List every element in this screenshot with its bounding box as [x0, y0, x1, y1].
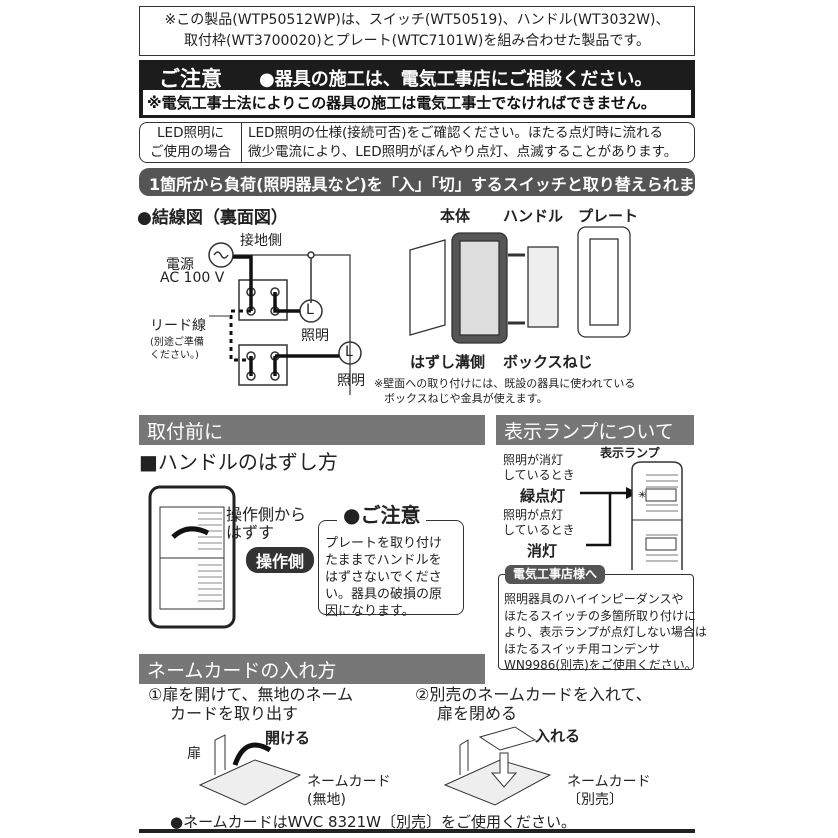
instruction-line: 操作側から — [226, 505, 307, 524]
step2-illustration — [443, 726, 552, 806]
caution-line: 因になります。 — [325, 604, 415, 619]
remove-instruction: 操作側からはずす — [226, 506, 306, 542]
notice-line: 取付枠(WT3700020)とプレート(WTC7101W)を組み合わせた製品です… — [183, 33, 650, 49]
insert-label: 入れる — [535, 727, 581, 745]
step-line: ①扉を開けて、無地のネーム — [148, 685, 354, 704]
replacement-banner: 1箇所から負荷(照明器具など)を「入」「切」するスイッチと取り替えられます。 — [139, 168, 725, 196]
bottom-rule — [139, 829, 695, 833]
off-label: 消灯 — [527, 542, 558, 560]
note-line: ください。) — [150, 350, 199, 361]
caution-line: たままでハンドルを — [325, 553, 442, 568]
instruction-line: はずす — [226, 523, 275, 542]
note-line: ボックスねじや金具が使えます。 — [384, 392, 548, 405]
lead-wire-label: リード線 — [150, 318, 206, 334]
lead-wire-note: (別途ご準備ください。) — [150, 336, 204, 362]
name-card-footer: ●ネームカードはWVC 8321W〔別売〕をご使用ください。 — [170, 813, 576, 831]
caution-note: ※電気工事士法によりこの器具の施工は電気工事士でなければできません。 — [143, 90, 691, 115]
label-line: (無地) — [307, 792, 346, 808]
caution-line: はずさないでくださ — [325, 570, 442, 585]
led-text-line: LED照明の仕様(接続可否)をご確認ください。ほたる点灯時に流れる — [248, 125, 663, 141]
condition-line: しているとき — [503, 523, 575, 537]
electrician-notice: 電気工事店様へ 照明器具のハイインピーダンスや ほたるスイッチの多箇所取り付けに… — [498, 565, 707, 672]
led-label-line: ご使用の場合 — [150, 144, 231, 160]
blank-card-label: ネームカード (無地) — [307, 773, 391, 809]
ground-side-label: 接地側 — [240, 233, 282, 249]
caution-line: い。器具の破損の原 — [325, 587, 443, 602]
operation-side-tag: 操作側 — [246, 547, 315, 573]
sold-separately-card-label: ネームカード〔別売〕 — [567, 773, 651, 809]
lamp-symbol-letter: L — [345, 344, 353, 360]
handle-label: ハンドル — [503, 207, 564, 225]
lamp-symbol-letter: L — [306, 302, 314, 318]
groove-side-label: はずし溝側 — [410, 353, 486, 371]
condition-line: しているとき — [503, 468, 575, 482]
plate-label: プレート — [578, 207, 639, 225]
switch-front-illustration — [148, 485, 236, 629]
led-notice: LED照明にご使用の場合 LED照明の仕様(接続可否)をご確認ください。ほたる点… — [139, 122, 695, 163]
label-line: ネームカード — [567, 774, 651, 790]
led-label-line: LED照明に — [157, 125, 224, 141]
led-text-line: 微少電流により、LED照明がぼんやり点灯、点滅することがあります。 — [248, 144, 678, 160]
notice-line: 照明器具のハイインピーダンスや — [504, 592, 684, 606]
note-line: (別途ご準備 — [150, 337, 204, 348]
notice-line: より、表示ランプが点灯しない場合は — [504, 625, 707, 639]
parts-exploded-illustration — [409, 226, 631, 344]
handle-removal-title: ■ハンドルのはずし方 — [139, 450, 338, 474]
green-on-label: 緑点灯 — [520, 487, 566, 505]
step-2: ②別売のネームカードを入れて、扉を閉める — [415, 685, 652, 723]
power-label: 電源 — [166, 257, 194, 273]
open-label: 開ける — [265, 729, 311, 747]
caution-heading: ご注意 — [159, 67, 222, 91]
lamp-symbol-2 — [338, 341, 362, 365]
notice-line: ほたるスイッチ用コンデンサ — [504, 641, 661, 656]
note-line: ※壁面への取り付けには、既設の器具に使われている — [374, 377, 636, 390]
caution-band: ご注意 ●器具の施工は、電気工事店にご相談ください。 ※電気工事士法によりこの器… — [139, 60, 695, 118]
step-line: 扉を閉める — [437, 704, 518, 723]
remove-arrow — [171, 526, 210, 539]
body-label: 本体 — [440, 207, 471, 225]
handle-caution-title: ●ご注意 — [337, 505, 427, 525]
lights-off-condition: 照明が消灯しているとき — [503, 453, 575, 483]
notice-line: WN9986(別売)をご使用ください。 — [504, 658, 697, 672]
electrician-notice-tag: 電気工事店様へ — [505, 565, 606, 584]
light-label-1: 照明 — [301, 328, 329, 344]
led-text: LED照明の仕様(接続可否)をご確認ください。ほたる点灯時に流れる微少電流により… — [242, 123, 683, 162]
step1-illustration — [198, 734, 302, 806]
door-label: 扉 — [187, 746, 201, 762]
box-screw-label: ボックスねじ — [503, 353, 593, 371]
caution-line: プレートを取り付け — [325, 536, 443, 551]
before-install-header: 取付前に — [139, 415, 485, 445]
indicator-lamp-label: 表示ランプ — [600, 446, 660, 460]
name-card-header: ネームカードの入れ方 — [139, 654, 485, 684]
lights-on-condition: 照明が点灯しているとき — [503, 508, 575, 538]
wall-mount-note: ※壁面への取り付けには、既設の器具に使われているボックスねじや金具が使えます。 — [374, 376, 635, 406]
condition-line: 照明が消灯 — [503, 453, 564, 467]
notice-line: ※この製品(WTP50512WP)は、スイッチ(WT50519)、ハンドル(WT… — [164, 12, 670, 28]
label-line: ネームカード — [307, 774, 391, 790]
handle — [527, 246, 559, 328]
notice-line: ほたるスイッチの多箇所取り付けに — [504, 608, 697, 623]
switch-box — [409, 239, 446, 336]
product-composition-notice: ※この製品(WTP50512WP)は、スイッチ(WT50519)、ハンドル(WT… — [139, 6, 695, 56]
indicator-lamp-header: 表示ランプについて — [496, 415, 694, 445]
step-1: ①扉を開けて、無地のネームカードを取り出す — [148, 685, 353, 723]
step-line: カードを取り出す — [170, 704, 299, 723]
led-label: LED照明にご使用の場合 — [140, 123, 242, 162]
condition-line: 照明が点灯 — [503, 508, 564, 522]
light-label-2: 照明 — [337, 373, 365, 389]
wiring-title: ●結線図（裏面図） — [137, 208, 288, 228]
svg-text:✳: ✳ — [638, 490, 646, 501]
handle-caution-box: ●ご注意 プレートを取り付け たままでハンドルを はずさないでくださ い。器具の… — [318, 505, 464, 619]
caution-main: ●器具の施工は、電気工事店にご相談ください。 — [259, 69, 653, 90]
indicator-lamp-illustration: ✳ — [580, 461, 683, 570]
label-line: 〔別売〕 — [567, 792, 623, 808]
ac-voltage-label: AC 100 V — [160, 270, 225, 286]
wiring-diagram — [208, 242, 362, 395]
step-line: ②別売のネームカードを入れて、 — [415, 685, 652, 704]
